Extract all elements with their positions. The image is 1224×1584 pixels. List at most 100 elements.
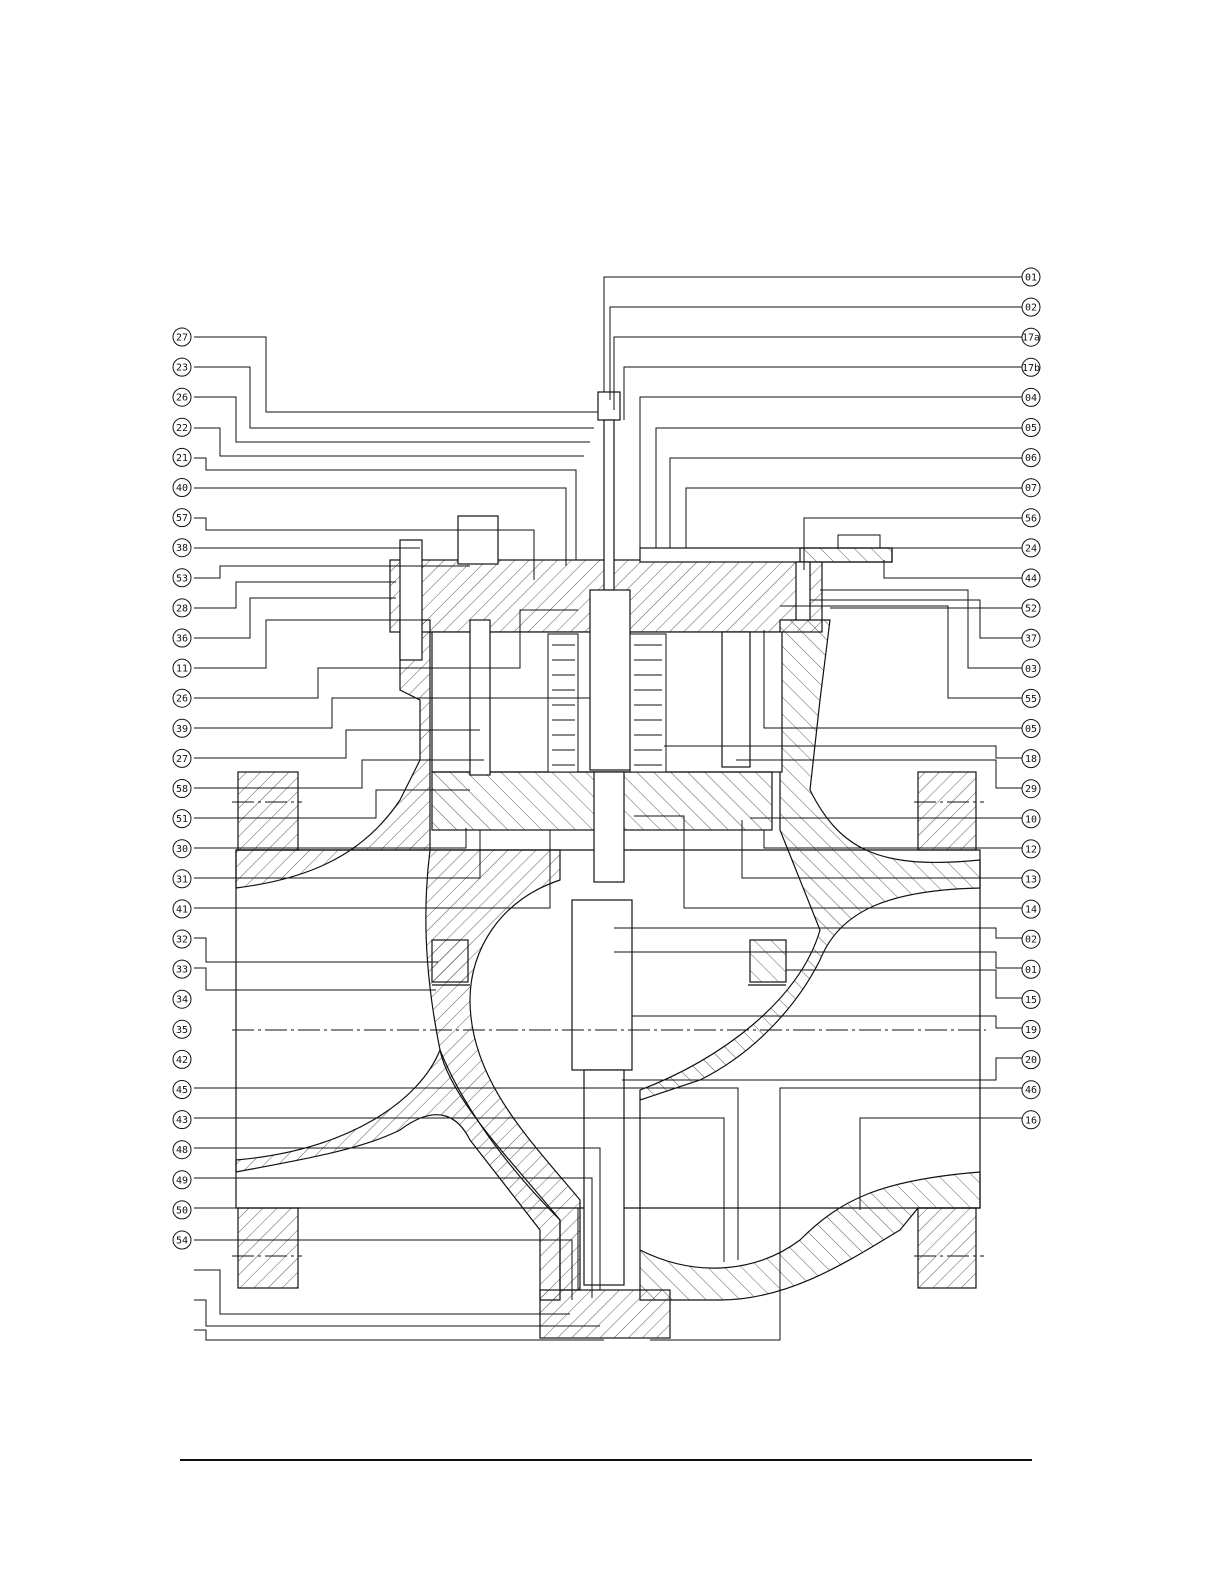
balloon-label: 18 (1025, 754, 1037, 765)
balloon-label: 19 (1025, 1025, 1037, 1036)
balloon-right-6: 06 (1022, 449, 1040, 467)
balloon-label: 13 (1025, 875, 1037, 886)
balloon-label: 57 (176, 513, 188, 524)
balloon-label: 15 (1025, 995, 1037, 1006)
balloon-left-8: 53 (173, 569, 191, 587)
balloon-label: 03 (1025, 664, 1037, 675)
balloon-label: 33 (176, 965, 188, 976)
cover-flange-step (800, 548, 892, 562)
balloon-right-3: 17b (1022, 358, 1040, 376)
balloon-label: 35 (176, 1025, 188, 1036)
balloon-label: 58 (176, 784, 188, 795)
balloon-label: 31 (176, 874, 188, 885)
balloon-left-0: 27 (173, 328, 191, 346)
balloon-left-28: 49 (173, 1171, 191, 1189)
balloon-right-20: 13 (1022, 870, 1040, 888)
balloon-right-23: 01 (1022, 960, 1040, 978)
stem-body (590, 590, 630, 770)
balloon-left-20: 32 (173, 930, 191, 948)
balloon-left-23: 35 (173, 1020, 191, 1038)
balloon-left-1: 23 (173, 358, 191, 376)
balloon-left-24: 42 (173, 1050, 191, 1068)
balloon-label: 27 (176, 333, 188, 344)
left-flange-bottom (238, 1208, 298, 1288)
balloon-right-21: 14 (1022, 900, 1040, 918)
balloon-right-14: 55 (1022, 689, 1040, 707)
seat-ring-left (432, 940, 468, 982)
balloon-right-7: 07 (1022, 479, 1040, 497)
stem-upper (604, 420, 614, 590)
balloon-label: 42 (176, 1055, 188, 1066)
balloon-label: 05 (1025, 724, 1037, 735)
balloon-label: 17a (1022, 333, 1040, 344)
balloon-left-26: 43 (173, 1111, 191, 1129)
stem-top (598, 392, 620, 420)
balloon-right-11: 52 (1022, 599, 1040, 617)
balloon-label: 37 (1025, 634, 1037, 645)
balloon-label: 17b (1022, 363, 1040, 374)
balloon-right-8: 56 (1022, 509, 1040, 527)
balloon-label: 07 (1025, 483, 1037, 494)
balloon-label: 27 (176, 754, 188, 765)
balloon-left-2: 26 (173, 388, 191, 406)
balloon-label: 12 (1025, 844, 1037, 855)
balloon-left-5: 40 (173, 479, 191, 497)
balloon-left-3: 22 (173, 418, 191, 436)
bolt-left (400, 540, 422, 660)
balloon-label: 16 (1025, 1115, 1037, 1126)
balloon-left-14: 27 (173, 749, 191, 767)
balloon-right-10: 44 (1022, 569, 1040, 587)
balloon-left-13: 39 (173, 719, 191, 737)
balloon-right-27: 46 (1022, 1081, 1040, 1099)
balloon-right-22: 02 (1022, 930, 1040, 948)
balloon-label: 48 (176, 1145, 188, 1156)
balloon-label: 22 (176, 423, 188, 434)
balloon-label: 02 (1025, 303, 1037, 314)
balloon-right-0: 01 (1022, 268, 1040, 286)
balloon-right-5: 05 (1022, 419, 1040, 437)
balloon-label: 06 (1025, 453, 1037, 464)
balloon-label: 55 (1025, 694, 1037, 705)
balloon-label: 43 (176, 1115, 188, 1126)
balloon-right-12: 37 (1022, 629, 1040, 647)
balloon-left-12: 26 (173, 689, 191, 707)
balloon-left-19: 41 (173, 900, 191, 918)
balloon-left-16: 51 (173, 810, 191, 828)
balloon-left-29: 50 (173, 1201, 191, 1219)
balloon-label: 32 (176, 935, 188, 946)
guide-rod-right (722, 632, 750, 767)
balloon-label: 05 (1025, 423, 1037, 434)
balloon-label: 51 (176, 814, 188, 825)
balloon-label: 44 (1025, 574, 1037, 585)
balloon-label: 56 (1025, 513, 1037, 524)
stem-coupling (594, 772, 624, 882)
balloon-right-2: 17a (1022, 328, 1040, 346)
balloon-label: 10 (1025, 814, 1037, 825)
balloon-label: 49 (176, 1175, 188, 1186)
balloon-right-17: 29 (1022, 780, 1040, 798)
balloon-label: 39 (176, 724, 188, 735)
bolt-right (796, 562, 810, 620)
balloon-label: 24 (1025, 543, 1037, 554)
balloons-left: 2723262221405738532836112639275851303141… (173, 328, 191, 1249)
balloon-right-18: 10 (1022, 810, 1040, 828)
balloon-left-7: 38 (173, 539, 191, 557)
balloon-left-25: 45 (173, 1081, 191, 1099)
balloon-label: 52 (1025, 604, 1037, 615)
balloon-right-28: 16 (1022, 1111, 1040, 1129)
balloon-left-15: 58 (173, 780, 191, 798)
springs-left (548, 634, 578, 772)
balloon-label: 26 (176, 393, 188, 404)
balloon-label: 54 (176, 1236, 188, 1247)
springs-right (630, 634, 666, 772)
balloon-left-27: 48 (173, 1141, 191, 1159)
page-bottom-rule (180, 1459, 1032, 1461)
balloon-label: 01 (1025, 965, 1037, 976)
balloon-label: 02 (1025, 935, 1037, 946)
plug (572, 900, 632, 1070)
balloon-label: 01 (1025, 273, 1037, 284)
balloon-left-4: 21 (173, 448, 191, 466)
balloon-left-18: 31 (173, 870, 191, 888)
balloon-label: 30 (176, 844, 188, 855)
